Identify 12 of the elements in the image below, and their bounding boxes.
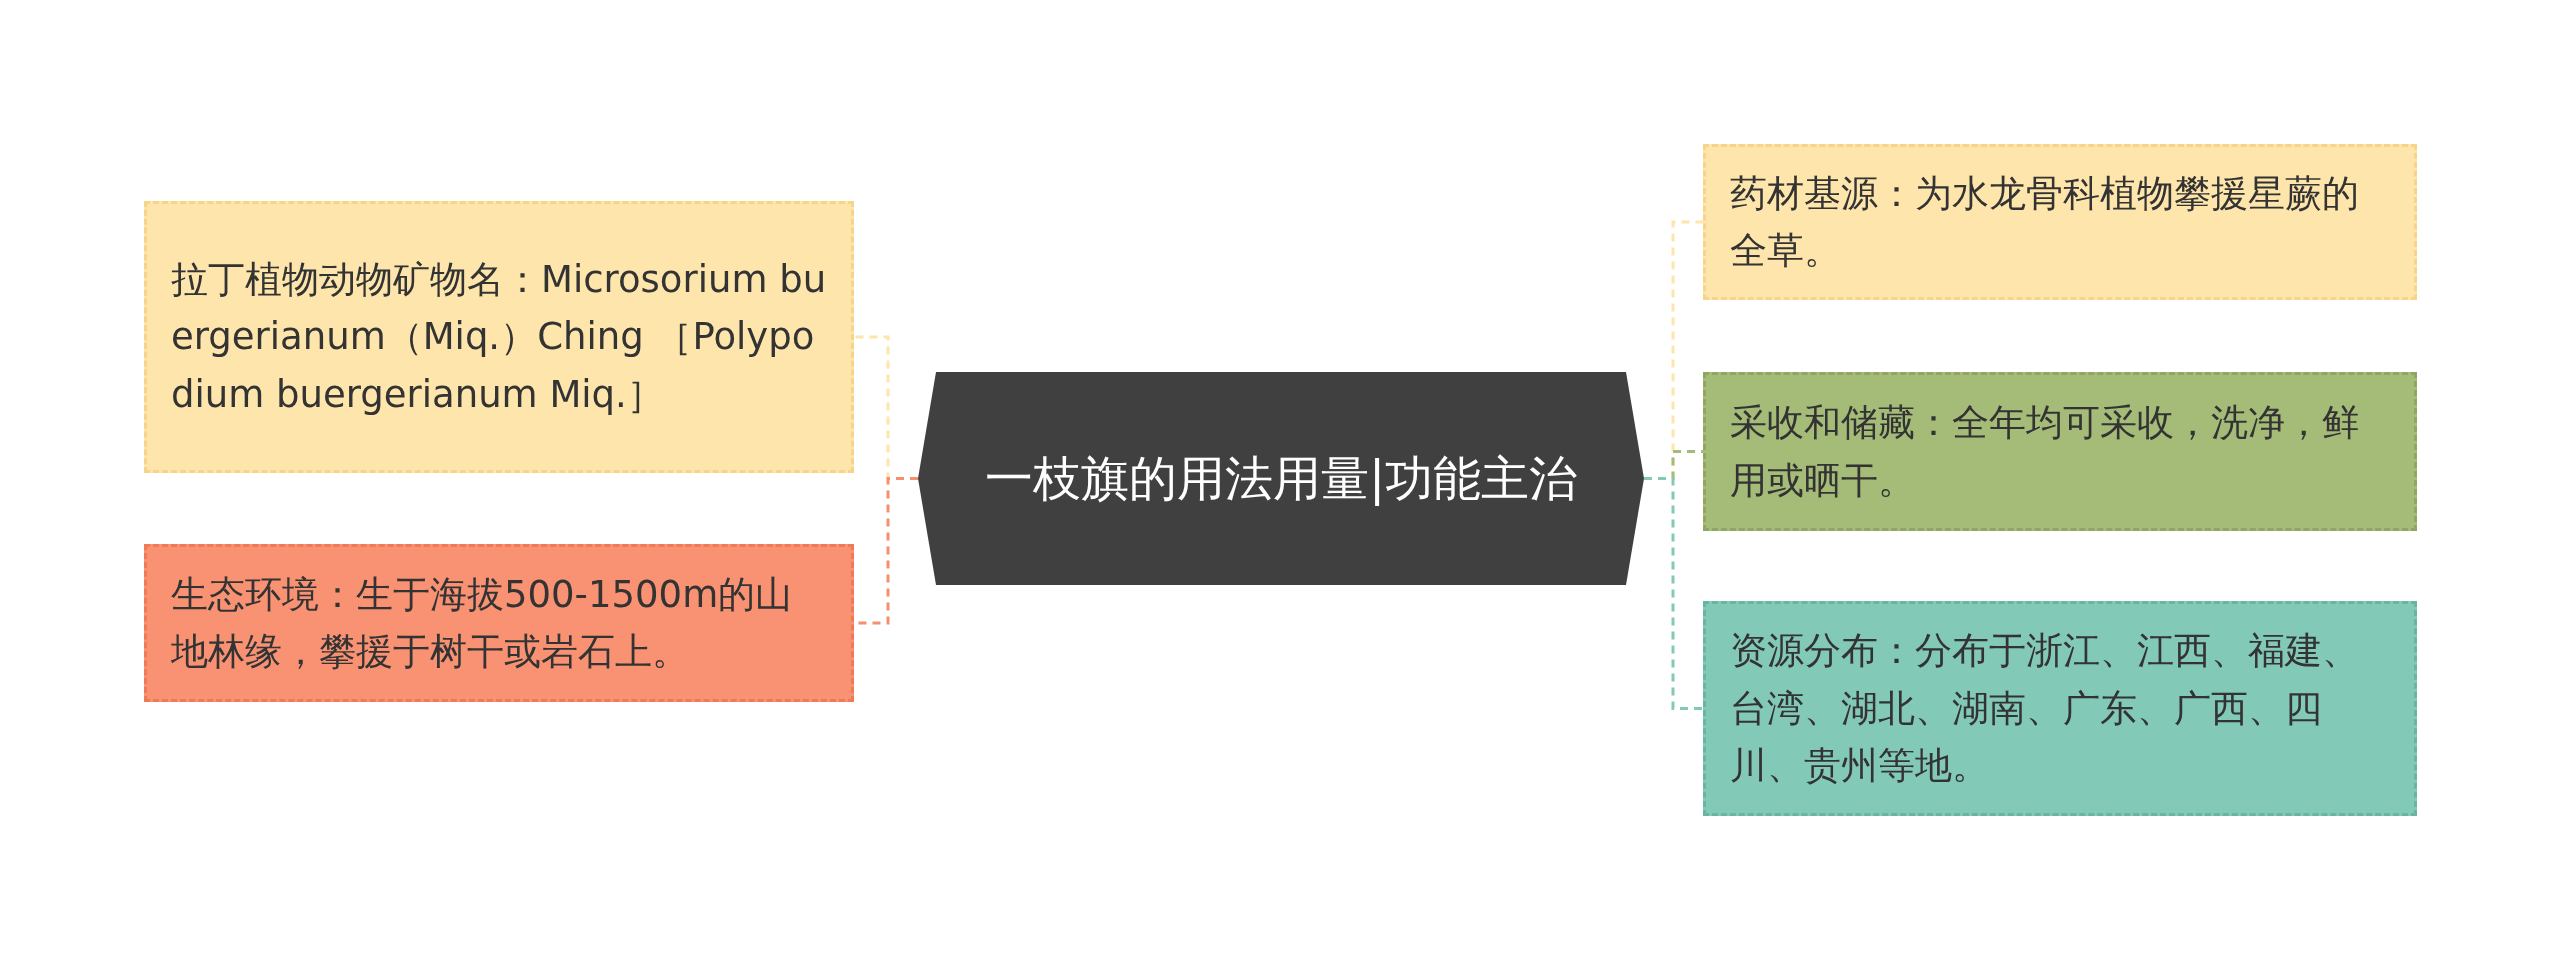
topic-text: 采收和储藏：全年均可采收，洗净，鲜用或晒干。 [1730, 400, 2360, 504]
topic-card [144, 544, 854, 702]
topic-title: 一枝旗的用法用量|功能主治 [983, 448, 1579, 508]
topic-text: 拉丁植物动物矿物名：Microsorium buergerianum（Miq.）Ching ［Polypodium buergerianum Miq.］ [171, 257, 827, 418]
topic-card [144, 201, 854, 473]
topic-card [1703, 372, 2417, 531]
topic-text: 药材基源：为水龙骨科植物攀援星蕨的全草。 [1730, 170, 2360, 274]
topic-card [1703, 601, 2417, 816]
topic-text: 生态环境：生于海拔500-1500m的山地林缘，攀援于树干或岩石上。 [171, 571, 794, 675]
topic-card [1703, 144, 2417, 300]
connector-line [1644, 477, 1703, 710]
topic-text: 资源分布：分布于浙江、江西、福建、台湾、湖北、湖南、广东、广西、四川、贵州等地。 [1730, 628, 2360, 790]
